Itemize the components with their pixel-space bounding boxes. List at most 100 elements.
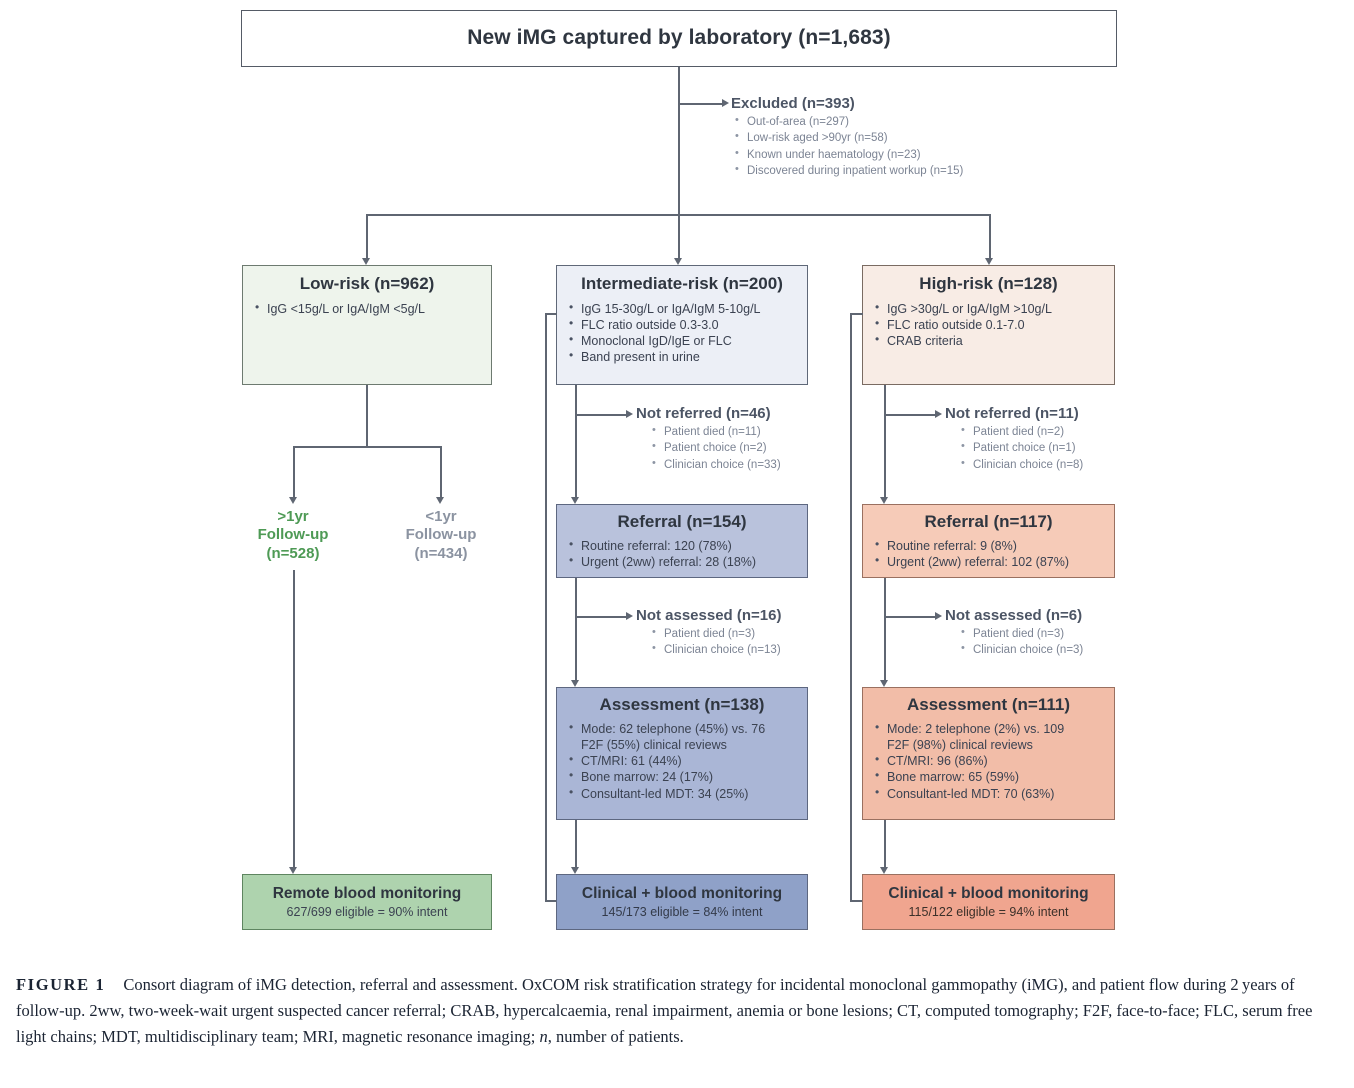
list-item: Patient died (n=11) — [648, 423, 836, 440]
followup-short-line3: (n=434) — [414, 544, 468, 562]
node-low-risk: Low-risk (n=962) IgG <15g/L or IgA/IgM <… — [242, 265, 492, 385]
connector-high-not-assessed — [884, 616, 936, 618]
note-high-not-referred: Not referred (n=11) Patient died (n=2) P… — [945, 405, 1145, 473]
list-item: Clinician choice (n=3) — [957, 641, 1145, 658]
node-root-img-captured: New iMG captured by laboratory (n=1,683) — [241, 10, 1117, 67]
list-item: Patient choice (n=2) — [648, 439, 836, 456]
list-item: CT/MRI: 96 (86%) — [873, 752, 1104, 769]
note-inter-not-assessed-list: Patient died (n=3) Clinician choice (n=1… — [636, 625, 836, 659]
figure-caption-label: FIGURE 1 — [16, 975, 106, 994]
arrowhead-intermediate-risk — [674, 258, 682, 265]
list-item-continuation: F2F (55%) clinical reviews — [581, 737, 727, 752]
node-high-risk: High-risk (n=128) IgG >30g/L or IgA/IgM … — [862, 265, 1115, 385]
node-low-risk-title: Low-risk (n=962) — [299, 274, 435, 293]
followup-long-line2: Follow-up — [257, 526, 329, 544]
list-item: IgG 15-30g/L or IgA/IgM 5-10g/L — [567, 300, 797, 317]
connector-high-not-referred — [884, 414, 936, 416]
connector-high-referral-to-assessment — [884, 578, 886, 681]
node-high-assessment-title: Assessment (n=111) — [906, 695, 1070, 714]
list-item: Band present in urine — [567, 348, 797, 365]
node-high-outcome: Clinical + blood monitoring 115/122 elig… — [862, 874, 1115, 930]
list-item: Bone marrow: 24 (17%) — [567, 768, 797, 785]
node-high-outcome-title: Clinical + blood monitoring — [888, 884, 1089, 902]
node-inter-referral-list: Routine referral: 120 (78%) Urgent (2ww)… — [567, 537, 797, 571]
node-low-outcome-subtitle: 627/699 eligible = 90% intent — [286, 905, 448, 920]
list-item: Routine referral: 9 (8%) — [873, 537, 1104, 554]
arrowhead-inter-outcome — [571, 867, 579, 874]
note-inter-not-referred-title: Not referred (n=46) — [636, 405, 771, 422]
arrowhead-inter-assessment — [571, 680, 579, 687]
followup-short-line2: Follow-up — [405, 526, 477, 544]
connector-inter-not-assessed — [575, 616, 627, 618]
node-inter-assessment-list: Mode: 62 telephone (45%) vs. 76 F2F (55%… — [567, 720, 797, 802]
arrowhead-followup-long — [289, 497, 297, 504]
connector-drop-low — [366, 214, 368, 259]
node-inter-outcome-subtitle: 145/173 eligible = 84% intent — [601, 905, 763, 920]
note-excluded-list: Out-of-area (n=297) Low-risk aged >90yr … — [731, 113, 1061, 179]
arrowhead-high-risk — [985, 258, 993, 265]
list-item: Known under haematology (n=23) — [731, 146, 1061, 163]
node-inter-outcome: Clinical + blood monitoring 145/173 elig… — [556, 874, 808, 930]
list-item: Patient choice (n=1) — [957, 439, 1145, 456]
list-item: Discovered during inpatient workup (n=15… — [731, 162, 1061, 179]
node-inter-assessment-title: Assessment (n=138) — [599, 695, 765, 714]
connector-high-risk-to-referral — [884, 385, 886, 498]
connector-drop-high — [989, 214, 991, 259]
connector-high-bypass-bottom — [850, 900, 870, 902]
node-low-outcome: Remote blood monitoring 627/699 eligible… — [242, 874, 492, 930]
arrowhead-low-outcome — [289, 867, 297, 874]
connector-inter-risk-to-referral — [575, 385, 577, 498]
arrowhead-high-not-referred — [935, 410, 942, 418]
connector-inter-assessment-to-outcome — [575, 820, 577, 868]
node-high-risk-list: IgG >30g/L or IgA/IgM >10g/L FLC ratio o… — [873, 300, 1104, 350]
list-item: Patient died (n=3) — [957, 625, 1145, 642]
connector-drop-intermediate — [678, 214, 680, 259]
connector-inter-referral-to-assessment — [575, 578, 577, 681]
list-item: IgG <15g/L or IgA/IgM <5g/L — [253, 300, 481, 317]
list-item: IgG >30g/L or IgA/IgM >10g/L — [873, 300, 1104, 317]
arrowhead-followup-short — [436, 497, 444, 504]
node-high-referral-title: Referral (n=117) — [924, 512, 1053, 531]
node-inter-referral: Referral (n=154) Routine referral: 120 (… — [556, 504, 808, 578]
note-high-not-assessed-list: Patient died (n=3) Clinician choice (n=3… — [945, 625, 1145, 659]
note-high-not-assessed-title: Not assessed (n=6) — [945, 607, 1083, 624]
note-excluded: Excluded (n=393) Out-of-area (n=297) Low… — [731, 95, 1061, 179]
connector-inter-not-referred — [575, 414, 627, 416]
arrowhead-high-referral — [880, 497, 888, 504]
node-high-risk-title: High-risk (n=128) — [919, 274, 1058, 293]
arrowhead-high-assessment — [880, 680, 888, 687]
connector-high-assessment-to-outcome — [884, 820, 886, 868]
node-intermediate-risk-title: Intermediate-risk (n=200) — [581, 274, 783, 293]
list-item: Mode: 62 telephone (45%) vs. 76 — [567, 720, 797, 737]
list-item: FLC ratio outside 0.3-3.0 — [567, 316, 797, 333]
node-low-outcome-title: Remote blood monitoring — [272, 884, 462, 902]
node-inter-assessment: Assessment (n=138) Mode: 62 telephone (4… — [556, 687, 808, 820]
node-high-assessment: Assessment (n=111) Mode: 2 telephone (2%… — [862, 687, 1115, 820]
connector-root-stem — [678, 67, 680, 215]
list-item: Clinician choice (n=33) — [648, 456, 836, 473]
connector-inter-bypass-top — [545, 313, 557, 315]
list-item: FLC ratio outside 0.1-7.0 — [873, 316, 1104, 333]
arrowhead-inter-not-assessed — [626, 612, 633, 620]
list-item: CT/MRI: 61 (44%) — [567, 752, 797, 769]
followup-long-line1: >1yr — [277, 508, 309, 525]
node-high-referral: Referral (n=117) Routine referral: 9 (8%… — [862, 504, 1115, 578]
label-followup-under-1yr: <1yr Follow-up (n=434) — [366, 508, 516, 563]
note-inter-not-referred: Not referred (n=46) Patient died (n=11) … — [636, 405, 836, 473]
node-inter-outcome-title: Clinical + blood monitoring — [581, 884, 783, 902]
connector-followup-short-drop — [440, 446, 442, 498]
followup-short-line1: <1yr — [425, 508, 457, 525]
list-item: Routine referral: 120 (78%) — [567, 537, 797, 554]
list-item: Consultant-led MDT: 34 (25%) — [567, 785, 797, 802]
connector-high-bypass-vertical — [850, 313, 852, 901]
note-high-not-assessed: Not assessed (n=6) Patient died (n=3) Cl… — [945, 607, 1145, 659]
node-intermediate-risk-list: IgG 15-30g/L or IgA/IgM 5-10g/L FLC rati… — [567, 300, 797, 366]
arrowhead-low-risk — [362, 258, 370, 265]
node-high-outcome-subtitle: 115/122 eligible = 94% intent — [908, 905, 1069, 920]
list-item: Patient died (n=3) — [648, 625, 836, 642]
followup-long-line3: (n=528) — [266, 544, 320, 562]
connector-followup-long-drop — [293, 446, 295, 498]
note-excluded-title: Excluded (n=393) — [731, 95, 855, 112]
